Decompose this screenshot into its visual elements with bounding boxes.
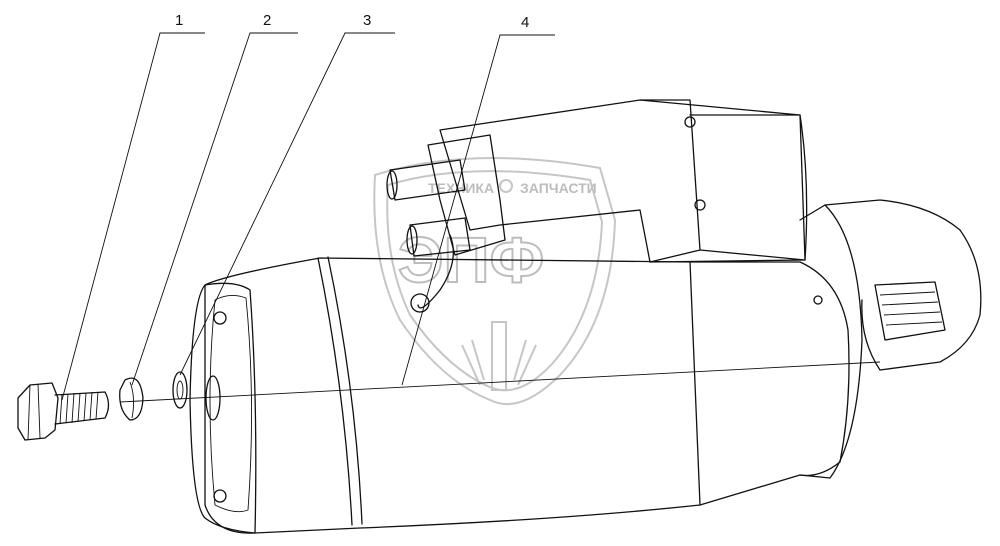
callout-leaders <box>61 32 555 401</box>
mounting-flange <box>689 261 850 506</box>
end-cap-hole-bottom <box>213 489 227 503</box>
shaft-bore <box>205 375 221 421</box>
terminal-upper <box>389 159 466 201</box>
flange-bolt-hole <box>813 295 823 305</box>
bolt-thread <box>59 391 99 425</box>
spring-washer <box>119 377 144 421</box>
wire-eyelet <box>410 293 430 313</box>
watermark-wheat-icon <box>461 321 537 391</box>
leader-3 <box>179 32 395 376</box>
watermark-right-text: ЗАПЧАСТИ <box>520 180 597 196</box>
flat-washer <box>172 371 188 409</box>
pinion-gear <box>874 281 946 341</box>
pinion-nose <box>824 199 982 371</box>
end-cap-face <box>209 295 252 513</box>
solenoid-bolt-mid <box>694 199 706 211</box>
callout-3: 3 <box>363 12 371 29</box>
flange-plate <box>799 204 863 479</box>
callout-4: 4 <box>521 14 529 31</box>
motor-end-cap <box>189 282 257 534</box>
leader-1 <box>61 32 205 401</box>
bolt-head <box>17 382 59 441</box>
solenoid-cap <box>639 99 701 263</box>
connecting-wire <box>417 234 454 309</box>
watermark-gear-icon <box>499 179 513 193</box>
motor-housing <box>204 257 701 534</box>
end-cap-hole-top <box>213 311 227 325</box>
assembly-axis <box>119 361 881 403</box>
callout-1: 1 <box>175 12 183 29</box>
terminal-lower-end <box>406 225 418 255</box>
watermark-left-text: ТЕХНИКА <box>428 180 494 196</box>
watermark-shield-inner <box>386 170 604 392</box>
callout-2: 2 <box>263 12 271 29</box>
bolt-shank <box>54 391 110 425</box>
watermark-shield-outline <box>373 157 617 406</box>
solenoid-bolt-top <box>684 116 696 128</box>
leader-4 <box>401 34 555 386</box>
solenoid-rear <box>689 114 808 261</box>
watermark: ТЕХНИКА ЗАПЧАСТИ ЭПФ <box>373 157 617 406</box>
bolt <box>17 382 110 441</box>
starter-motor <box>189 99 982 534</box>
terminal-block <box>427 134 506 256</box>
pinion-teeth <box>879 291 943 326</box>
terminal-upper-end <box>386 170 398 200</box>
leader-2 <box>131 32 298 386</box>
